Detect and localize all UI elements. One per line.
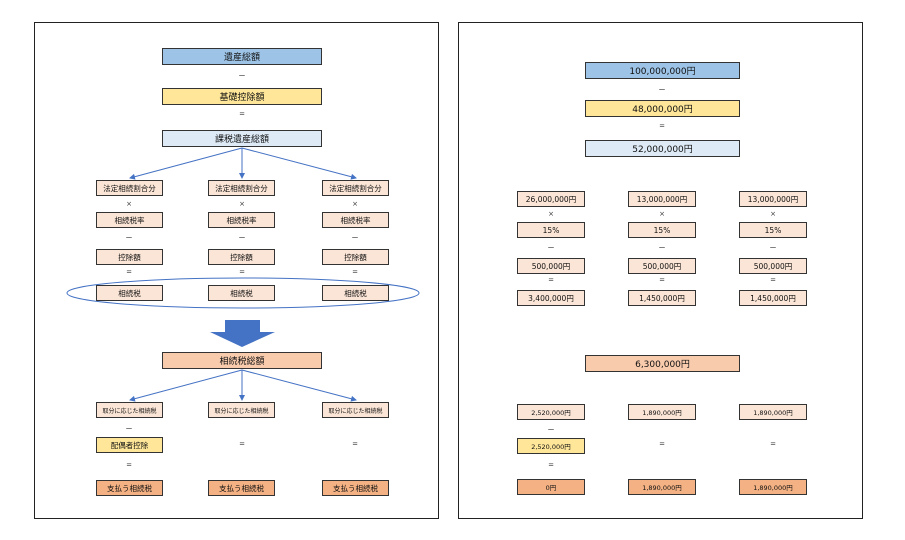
- right-col3-op-equals-2: =: [770, 440, 776, 448]
- right-col3-op-equals: =: [770, 276, 776, 284]
- right-col3-final: 1,890,000円: [739, 479, 807, 495]
- right-col3-tax: 1,450,000円: [739, 290, 807, 306]
- left-total-estate: 遺産総額: [162, 48, 322, 65]
- right-col1-share: 26,000,000円: [517, 191, 585, 207]
- left-col3-share: 法定相続割合分: [322, 180, 389, 196]
- left-col1-op-equals-3: =: [126, 461, 132, 469]
- right-col3-op-times: ×: [770, 210, 776, 218]
- right-col2-deduction: 500,000円: [628, 258, 696, 274]
- right-col1-op-equals: =: [548, 276, 554, 284]
- left-taxable-estate: 課税遺産総額: [162, 130, 322, 147]
- right-col1-tax: 3,400,000円: [517, 290, 585, 306]
- arrow-left-col3: [241, 147, 357, 180]
- right-total-estate: 100,000,000円: [585, 62, 740, 79]
- left-col3-rate: 相続税率: [322, 212, 389, 228]
- left-basic-deduction: 基礎控除額: [162, 88, 322, 105]
- right-col2-op-equals: =: [659, 276, 665, 284]
- left-col3-op-times: ×: [352, 200, 358, 208]
- left-col2-share: 法定相続割合分: [208, 180, 275, 196]
- right-col3-deduction: 500,000円: [739, 258, 807, 274]
- right-col2-op-minus: ー: [658, 244, 666, 252]
- right-spouse-deduction: 2,520,000円: [517, 438, 585, 454]
- left-col3-final: 支払う相続税: [322, 480, 389, 496]
- right-col2-final: 1,890,000円: [628, 479, 696, 495]
- right-col1-op-minus-2: ー: [547, 426, 555, 434]
- left-col2-op-minus: ー: [238, 234, 246, 242]
- right-total-tax: 6,300,000円: [585, 355, 740, 372]
- right-col1-op-times: ×: [548, 210, 554, 218]
- left-tax-ellipse: [66, 277, 420, 309]
- right-col2-portion: 1,890,000円: [628, 404, 696, 420]
- arrow-left-tax-col1: [129, 369, 243, 402]
- left-col1-deduction: 控除額: [96, 249, 163, 265]
- right-op-minus-1: ー: [658, 86, 666, 94]
- right-col2-tax: 1,450,000円: [628, 290, 696, 306]
- left-col1-op-times: ×: [126, 200, 132, 208]
- left-col1-portion: 取分に応じた相続税: [96, 402, 163, 418]
- left-col3-op-minus: ー: [351, 234, 359, 242]
- left-col2-deduction: 控除額: [208, 249, 275, 265]
- right-taxable-estate: 52,000,000円: [585, 140, 740, 157]
- right-col1-final: 0円: [517, 479, 585, 495]
- right-basic-deduction: 48,000,000円: [585, 100, 740, 117]
- right-col3-rate: 15%: [739, 222, 807, 238]
- left-col3-op-equals: =: [352, 268, 358, 276]
- right-col2-share: 13,000,000円: [628, 191, 696, 207]
- left-big-down-arrow: [210, 320, 275, 347]
- right-col1-portion: 2,520,000円: [517, 404, 585, 420]
- left-col1-op-minus-2: ー: [125, 425, 133, 433]
- left-col3-tax: 相続税: [322, 285, 389, 301]
- arrow-left-col1: [129, 147, 243, 180]
- arrow-left-tax-col3: [241, 369, 357, 402]
- left-total-tax: 相続税総額: [162, 352, 322, 369]
- right-col1-op-equals-3: =: [548, 461, 554, 469]
- left-col3-portion: 取分に応じた相続税: [322, 402, 389, 418]
- left-col1-op-equals: =: [126, 268, 132, 276]
- right-col3-portion: 1,890,000円: [739, 404, 807, 420]
- left-col2-tax: 相続税: [208, 285, 275, 301]
- right-col3-share: 13,000,000円: [739, 191, 807, 207]
- left-col3-deduction: 控除額: [322, 249, 389, 265]
- left-col1-tax: 相続税: [96, 285, 163, 301]
- left-op-equals-1: =: [239, 110, 245, 118]
- right-col2-rate: 15%: [628, 222, 696, 238]
- left-col2-op-times: ×: [239, 200, 245, 208]
- left-col2-portion: 取分に応じた相続税: [208, 402, 275, 418]
- right-col1-rate: 15%: [517, 222, 585, 238]
- left-spouse-deduction: 配偶者控除: [96, 437, 163, 453]
- left-col1-rate: 相続税率: [96, 212, 163, 228]
- right-col2-op-times: ×: [659, 210, 665, 218]
- right-col3-op-minus: ー: [769, 244, 777, 252]
- right-op-equals-1: =: [659, 122, 665, 130]
- right-col1-op-minus: ー: [547, 244, 555, 252]
- left-col2-final: 支払う相続税: [208, 480, 275, 496]
- left-col2-rate: 相続税率: [208, 212, 275, 228]
- right-col1-deduction: 500,000円: [517, 258, 585, 274]
- left-col2-op-equals-2: =: [239, 440, 245, 448]
- left-col3-op-equals-2: =: [352, 440, 358, 448]
- left-col1-share: 法定相続割合分: [96, 180, 163, 196]
- left-col2-op-equals: =: [239, 268, 245, 276]
- right-col2-op-equals-2: =: [659, 440, 665, 448]
- left-col1-final: 支払う相続税: [96, 480, 163, 496]
- left-col1-op-minus: ー: [125, 234, 133, 242]
- left-op-minus-1: ー: [238, 72, 246, 80]
